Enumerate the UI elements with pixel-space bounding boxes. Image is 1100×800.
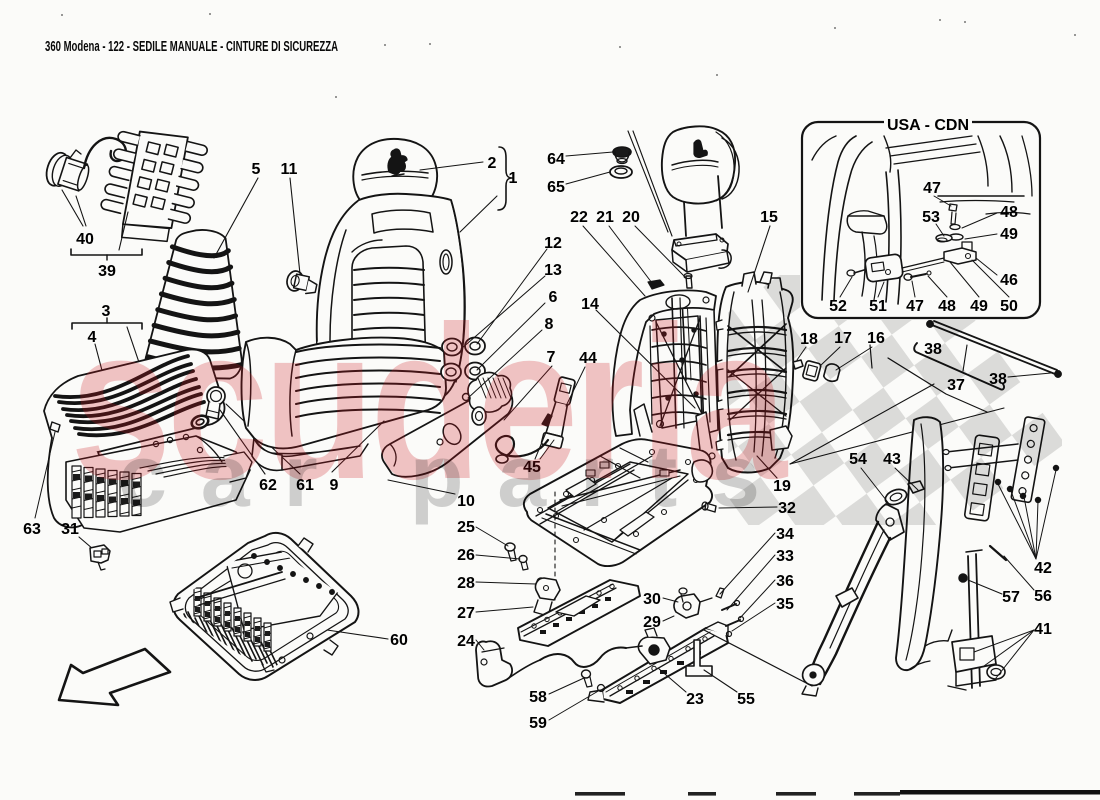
- svg-text:59: 59: [529, 715, 547, 732]
- svg-text:63: 63: [23, 521, 41, 538]
- svg-text:10: 10: [457, 493, 475, 510]
- svg-text:8: 8: [545, 316, 554, 333]
- svg-text:39: 39: [98, 263, 116, 280]
- svg-text:40: 40: [76, 231, 94, 248]
- svg-text:12: 12: [544, 235, 562, 252]
- svg-text:37: 37: [947, 377, 965, 394]
- svg-text:30: 30: [643, 591, 661, 608]
- svg-text:34: 34: [776, 526, 794, 543]
- svg-text:56: 56: [1034, 588, 1052, 605]
- svg-text:29: 29: [643, 614, 661, 631]
- svg-text:11: 11: [281, 161, 298, 178]
- svg-text:3: 3: [102, 303, 111, 320]
- svg-text:18: 18: [800, 331, 818, 348]
- svg-text:16: 16: [867, 330, 885, 347]
- svg-text:55: 55: [737, 691, 755, 708]
- svg-text:38: 38: [989, 371, 1007, 388]
- svg-text:22: 22: [570, 209, 588, 226]
- svg-text:17: 17: [834, 330, 852, 347]
- svg-text:9: 9: [330, 477, 339, 494]
- svg-text:28: 28: [457, 575, 475, 592]
- svg-text:USA - CDN: USA - CDN: [887, 117, 969, 134]
- svg-text:24: 24: [457, 633, 475, 650]
- svg-text:23: 23: [686, 691, 704, 708]
- svg-text:43: 43: [883, 451, 901, 468]
- svg-text:20: 20: [622, 209, 640, 226]
- svg-text:48: 48: [938, 298, 956, 315]
- svg-text:54: 54: [849, 451, 867, 468]
- svg-text:5: 5: [252, 161, 261, 178]
- svg-text:42: 42: [1034, 560, 1052, 577]
- svg-text:64: 64: [547, 151, 565, 168]
- svg-text:48: 48: [1000, 204, 1018, 221]
- svg-text:7: 7: [547, 349, 556, 366]
- svg-text:27: 27: [457, 605, 475, 622]
- svg-text:1: 1: [509, 170, 518, 187]
- svg-text:58: 58: [529, 689, 547, 706]
- svg-text:60: 60: [390, 632, 408, 649]
- svg-text:49: 49: [1000, 226, 1018, 243]
- svg-text:33: 33: [776, 548, 794, 565]
- svg-text:50: 50: [1000, 298, 1018, 315]
- svg-text:49: 49: [970, 298, 988, 315]
- svg-text:52: 52: [829, 298, 847, 315]
- svg-text:61: 61: [296, 477, 314, 494]
- svg-text:62: 62: [259, 477, 277, 494]
- svg-text:53: 53: [922, 209, 940, 226]
- svg-text:15: 15: [760, 209, 778, 226]
- svg-text:31: 31: [61, 521, 79, 538]
- svg-text:38: 38: [924, 341, 942, 358]
- svg-text:6: 6: [549, 289, 558, 306]
- svg-text:35: 35: [776, 596, 794, 613]
- svg-text:45: 45: [523, 459, 541, 476]
- svg-text:36: 36: [776, 573, 794, 590]
- svg-text:360 Modena - 122 - SEDILE MANU: 360 Modena - 122 - SEDILE MANUALE - CINT…: [45, 39, 338, 55]
- svg-text:2: 2: [488, 155, 497, 172]
- svg-text:19: 19: [773, 478, 791, 495]
- svg-text:44: 44: [579, 350, 597, 367]
- svg-text:13: 13: [544, 262, 562, 279]
- svg-text:46: 46: [1000, 272, 1018, 289]
- svg-text:47: 47: [923, 180, 941, 197]
- svg-text:25: 25: [457, 519, 475, 536]
- svg-text:14: 14: [581, 296, 599, 313]
- svg-text:26: 26: [457, 547, 475, 564]
- svg-text:41: 41: [1034, 621, 1052, 638]
- svg-text:car parts: car parts: [118, 426, 790, 525]
- svg-text:21: 21: [596, 209, 614, 226]
- svg-text:scuderia: scuderia: [70, 282, 789, 525]
- svg-text:57: 57: [1002, 589, 1020, 606]
- svg-text:65: 65: [547, 179, 565, 196]
- svg-text:47: 47: [906, 298, 924, 315]
- svg-text:32: 32: [778, 500, 796, 517]
- svg-text:4: 4: [88, 329, 97, 346]
- svg-text:51: 51: [869, 298, 887, 315]
